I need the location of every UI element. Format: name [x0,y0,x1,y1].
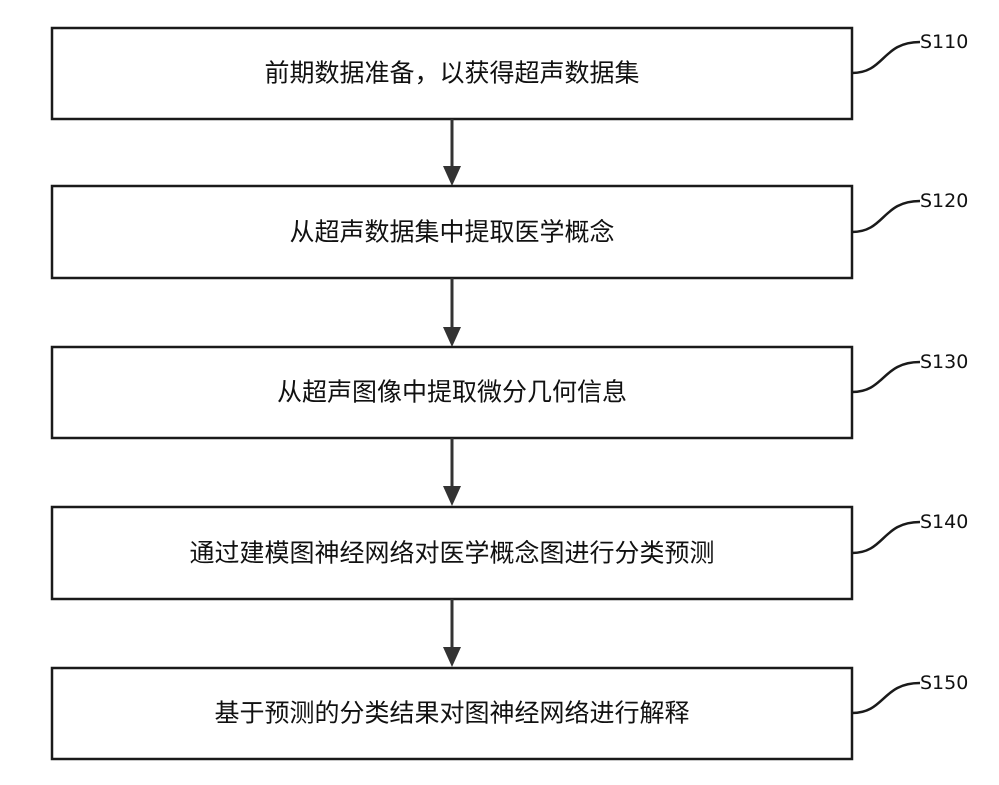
arrow-head-icon [443,166,461,186]
step-text: 从超声数据集中提取医学概念 [289,218,614,247]
connector-arrow [443,438,461,506]
flow-step-s130: 从超声图像中提取微分几何信息 S130 [50,345,968,440]
connector-arrow [443,599,461,667]
step-box [50,26,854,121]
step-leader-line [851,360,921,394]
step-id-label: S110 [920,31,968,53]
connector-arrow [443,278,461,347]
connector-arrow [443,119,461,186]
flow-step-s120: 从超声数据集中提取医学概念 S120 [50,184,968,280]
step-box [50,345,854,440]
step-text: 基于预测的分类结果对图神经网络进行解释 [214,699,689,728]
step-box [50,184,854,280]
step-text: 前期数据准备，以获得超声数据集 [264,59,639,88]
step-box [50,666,854,761]
step-text: 从超声图像中提取微分几何信息 [277,378,627,407]
arrow-head-icon [443,647,461,667]
step-id-label: S130 [920,351,968,373]
flow-step-s140: 通过建模图神经网络对医学概念图进行分类预测 S140 [50,505,968,601]
step-text: 通过建模图神经网络对医学概念图进行分类预测 [189,539,714,568]
step-id-label: S140 [920,511,968,533]
arrow-head-icon [443,486,461,506]
step-id-label: S120 [920,190,968,212]
step-leader-line [851,520,921,555]
step-leader-line [851,40,921,75]
step-id-label: S150 [920,672,968,694]
step-leader-line [851,199,921,234]
flow-step-s150: 基于预测的分类结果对图神经网络进行解释 S150 [50,666,968,761]
flow-step-s110: 前期数据准备，以获得超声数据集 S110 [50,26,968,121]
step-leader-line [851,681,921,715]
arrow-head-icon [443,327,461,347]
